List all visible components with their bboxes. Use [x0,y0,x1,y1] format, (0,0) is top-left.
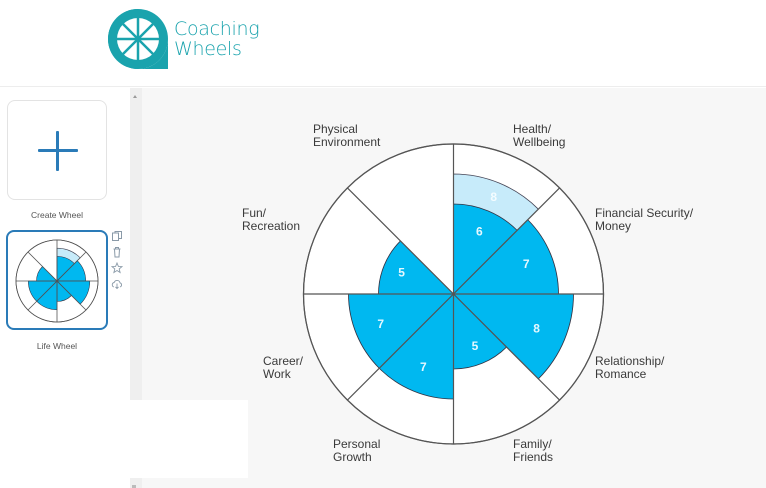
category-label-financial: Financial Security/ Money [595,206,694,233]
wheel-logo-icon [108,9,168,69]
scroll-up-arrow-icon[interactable] [133,95,137,98]
category-label-health: Health/ Wellbeing [513,122,566,149]
star-icon[interactable] [111,262,123,274]
value-label: 5 [472,339,479,353]
brand-name-line1: Coaching [174,18,260,40]
wheel-actions [111,230,123,294]
header-divider [0,86,766,87]
trash-icon[interactable] [111,246,123,258]
category-label-relationship: Relationship/ Romance [595,354,665,381]
brand-logo[interactable]: Coaching Wheels [104,5,260,73]
plus-icon-vertical [56,131,59,171]
wheel-card-life-wheel[interactable] [6,230,108,330]
target-value-label: 8 [490,190,497,204]
category-label-family: Family/ Friends [513,437,554,464]
value-label: 7 [377,317,384,331]
value-label: 8 [533,321,540,335]
create-wheel-button[interactable] [7,100,107,200]
category-label-personal-growth: Personal Growth [333,437,381,464]
life-wheel-chart[interactable]: 6 8 7 8 5 7 7 5 [142,88,766,488]
value-label: 7 [420,360,427,374]
value-label: 6 [476,225,483,239]
brand-name: Coaching Wheels [174,18,260,60]
value-label: 5 [398,265,405,279]
value-label: 7 [523,257,530,271]
create-wheel-label: Create Wheel [31,210,83,220]
scroll-down-arrow-icon[interactable] [132,485,136,488]
category-label-physical-environment: Physical Environment [313,122,381,149]
wheel-thumbnail [15,239,99,323]
wheel-card-label: Life Wheel [36,341,78,351]
category-label-fun: Fun/ Recreation [242,206,301,233]
blank-panel [129,400,248,478]
copy-icon[interactable] [111,230,123,242]
brand-name-line2: Wheels [174,38,242,60]
sidebar-scrollbar[interactable] [130,88,142,488]
category-label-career: Career/ Work [263,354,304,381]
cloud-download-icon[interactable] [111,278,123,290]
